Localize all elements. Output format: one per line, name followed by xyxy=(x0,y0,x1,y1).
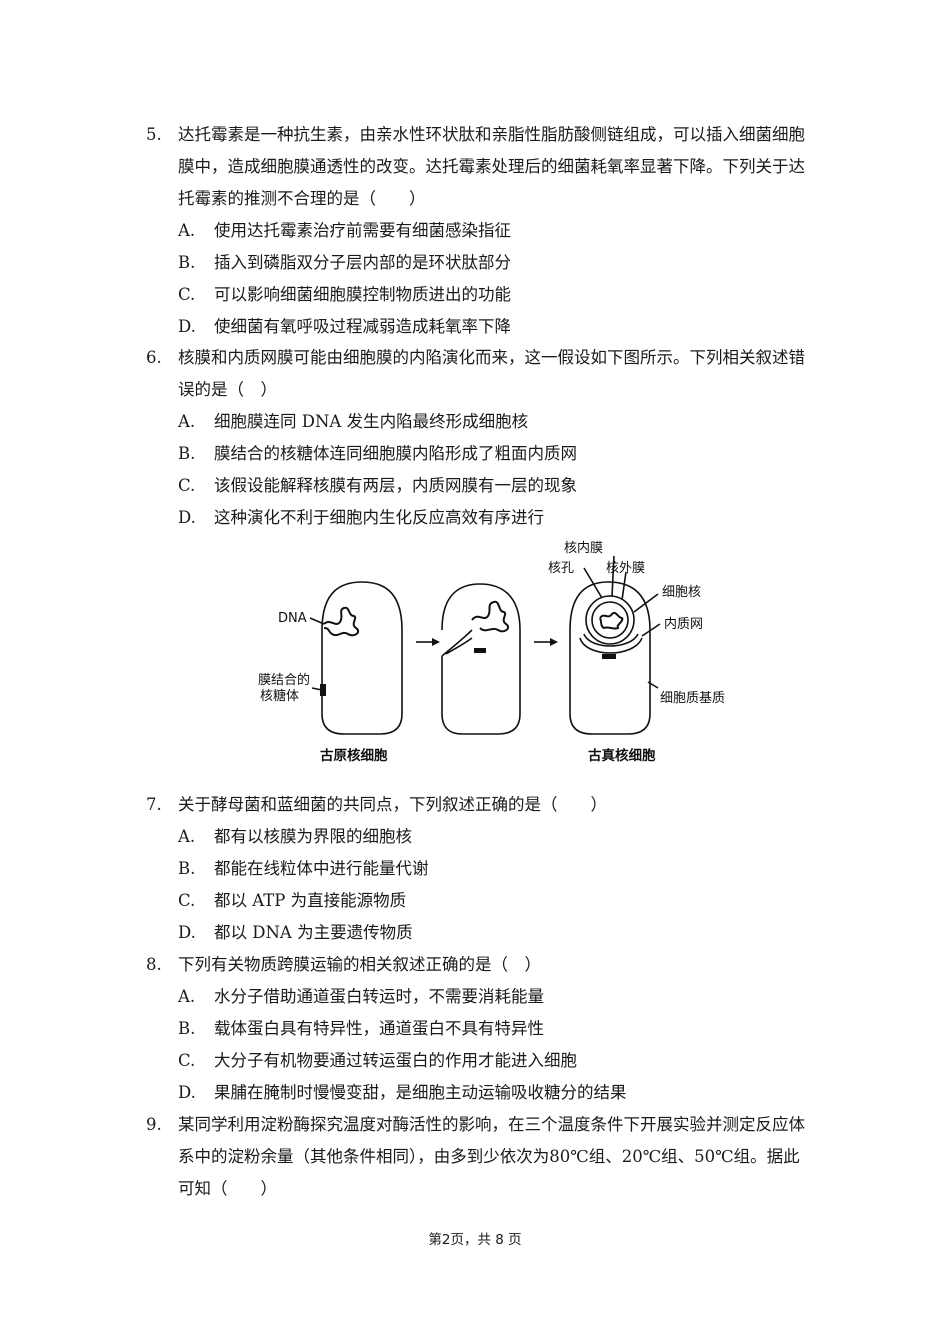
question-5: 5. 达托霉素是一种抗生素，由亲水性环状肽和亲脂性脂肪酸侧链组成，可以插入细菌细… xyxy=(146,119,816,343)
question-number: 6. xyxy=(146,348,162,367)
option-b[interactable]: B. 都能在线粒体中进行能量代谢 xyxy=(178,853,816,885)
cell-evolution-figure: DNA 膜结合的 核糖体 核内膜 核孔 核外膜 细胞核 内质网 细胞质基质 古原… xyxy=(250,538,750,770)
option-letter: B. xyxy=(178,859,196,878)
er-membrane xyxy=(579,633,643,654)
arrowhead-1 xyxy=(432,638,440,646)
cell-diagram: DNA 膜结合的 核糖体 核内膜 核孔 核外膜 细胞核 内质网 细胞质基质 古原… xyxy=(258,540,725,764)
question-stem: 核膜和内质网膜可能由细胞膜的内陷演化而来，这一假设如下图所示。下列相关叙述错误的… xyxy=(178,348,805,399)
option-text: 该假设能解释核膜有两层，内质网膜有一层的现象 xyxy=(214,476,577,495)
question-stem: 达托霉素是一种抗生素，由亲水性环状肽和亲脂性脂肪酸侧链组成，可以插入细菌细胞膜中… xyxy=(178,125,805,208)
caption-eukaryote: 古真核细胞 xyxy=(588,747,656,764)
option-letter: C. xyxy=(178,476,196,495)
option-d[interactable]: D. 这种演化不利于细胞内生化反应高效有序进行 xyxy=(178,502,816,534)
option-text: 大分子有机物要通过转运蛋白的作用才能进入细胞 xyxy=(214,1051,577,1070)
question-stem: 关于酵母菌和蓝细菌的共同点，下列叙述正确的是（ ） xyxy=(178,795,607,814)
label-ribosome-line1: 膜结合的 xyxy=(258,672,310,688)
option-letter: A. xyxy=(178,987,196,1006)
nucleus-outer xyxy=(585,595,635,645)
option-c[interactable]: C. 大分子有机物要通过转运蛋白的作用才能进入细胞 xyxy=(178,1045,816,1077)
label-pore: 核孔 xyxy=(548,561,574,576)
option-a[interactable]: A. 细胞膜连同 DNA 发生内陷最终形成细胞核 xyxy=(178,406,816,438)
label-nucleus: 细胞核 xyxy=(662,585,701,600)
dna-squiggle-2 xyxy=(471,600,510,633)
option-letter: D. xyxy=(178,1083,196,1102)
option-text: 细胞膜连同 DNA 发生内陷最终形成细胞核 xyxy=(214,412,529,431)
option-c[interactable]: C. 该假设能解释核膜有两层，内质网膜有一层的现象 xyxy=(178,470,816,502)
option-text: 都以 DNA 为主要遗传物质 xyxy=(214,923,413,942)
option-letter: D. xyxy=(178,508,196,527)
option-text: 插入到磷脂双分子层内部的是环状肽部分 xyxy=(214,253,511,272)
question-number: 7. xyxy=(146,795,162,814)
label-cytoplasm: 细胞质基质 xyxy=(660,691,725,706)
label-ribosome-line2: 核糖体 xyxy=(260,688,299,704)
option-text: 载体蛋白具有特异性，通道蛋白不具有特异性 xyxy=(214,1019,544,1038)
option-d[interactable]: D. 都以 DNA 为主要遗传物质 xyxy=(178,917,816,949)
option-letter: D. xyxy=(178,923,196,942)
question-6: 6. 核膜和内质网膜可能由细胞膜的内陷演化而来，这一假设如下图所示。下列相关叙述… xyxy=(146,342,816,534)
option-d[interactable]: D. 果脯在腌制时慢慢变甜，是细胞主动运输吸收糖分的结果 xyxy=(178,1077,816,1109)
label-er: 内质网 xyxy=(664,616,703,632)
ribosome-marks xyxy=(320,684,326,696)
option-text: 都以 ATP 为直接能源物质 xyxy=(214,891,407,910)
question-9: 9. 某同学利用淀粉酶探究温度对酶活性的影响，在三个温度条件下开展实验并测定反应… xyxy=(146,1109,816,1205)
question-stem: 某同学利用淀粉酶探究温度对酶活性的影响，在三个温度条件下开展实验并测定反应体系中… xyxy=(178,1115,805,1198)
dna-squiggle xyxy=(323,606,360,637)
label-dna: DNA xyxy=(278,611,307,626)
option-text: 膜结合的核糖体连同细胞膜内陷形成了粗面内质网 xyxy=(214,444,577,463)
option-letter: C. xyxy=(178,285,196,304)
option-letter: B. xyxy=(178,444,196,463)
option-letter: A. xyxy=(178,412,196,431)
option-a[interactable]: A. 都有以核膜为界限的细胞核 xyxy=(178,821,816,853)
question-number: 5. xyxy=(146,125,162,144)
ribosome-marks-3 xyxy=(602,654,616,659)
option-letter: B. xyxy=(178,1019,196,1038)
option-b[interactable]: B. 插入到磷脂双分子层内部的是环状肽部分 xyxy=(178,247,816,279)
ribosome-marks-2 xyxy=(474,648,486,653)
caption-prokaryote: 古原核细胞 xyxy=(320,747,388,764)
intermediate-cell-outline xyxy=(441,583,521,735)
option-text: 可以影响细菌细胞膜控制物质进出的功能 xyxy=(214,285,511,304)
option-text: 都有以核膜为界限的细胞核 xyxy=(214,827,412,846)
option-text: 都能在线粒体中进行能量代谢 xyxy=(214,859,429,878)
option-b[interactable]: B. 膜结合的核糖体连同细胞膜内陷形成了粗面内质网 xyxy=(178,438,816,470)
prokaryote-cell-outline xyxy=(321,581,403,735)
label-outer-membrane: 核外膜 xyxy=(606,561,645,576)
option-text: 使细菌有氧呼吸过程减弱造成耗氧率下降 xyxy=(214,317,511,336)
question-8: 8. 下列有关物质跨膜运输的相关叙述正确的是（ ） A. 水分子借助通道蛋白转运时… xyxy=(146,949,816,1109)
option-d[interactable]: D. 使细菌有氧呼吸过程减弱造成耗氧率下降 xyxy=(178,311,816,343)
option-letter: B. xyxy=(178,253,196,272)
nucleus-inner xyxy=(591,601,629,639)
option-letter: D. xyxy=(178,317,196,336)
arrowhead-2 xyxy=(550,638,558,646)
question-7: 7. 关于酵母菌和蓝细菌的共同点，下列叙述正确的是（ ） A. 都有以核膜为界限的… xyxy=(146,789,816,949)
dna-squiggle-3 xyxy=(599,611,624,630)
option-text: 水分子借助通道蛋白转运时，不需要消耗能量 xyxy=(214,987,544,1006)
option-a[interactable]: A. 使用达托霉素治疗前需要有细菌感染指征 xyxy=(178,215,816,247)
option-text: 使用达托霉素治疗前需要有细菌感染指征 xyxy=(214,221,511,240)
label-inner-membrane: 核内膜 xyxy=(564,540,603,556)
option-b[interactable]: B. 载体蛋白具有特异性，通道蛋白不具有特异性 xyxy=(178,1013,816,1045)
option-text: 这种演化不利于细胞内生化反应高效有序进行 xyxy=(214,508,544,527)
question-stem: 下列有关物质跨膜运输的相关叙述正确的是（ ） xyxy=(178,955,541,974)
question-number: 8. xyxy=(146,955,162,974)
option-text: 果脯在腌制时慢慢变甜，是细胞主动运输吸收糖分的结果 xyxy=(214,1083,627,1102)
option-letter: C. xyxy=(178,891,196,910)
option-a[interactable]: A. 水分子借助通道蛋白转运时，不需要消耗能量 xyxy=(178,981,816,1013)
invagination xyxy=(441,629,473,657)
option-c[interactable]: C. 都以 ATP 为直接能源物质 xyxy=(178,885,816,917)
page-footer: 第2页，共 8 页 xyxy=(428,1232,522,1248)
option-c[interactable]: C. 可以影响细菌细胞膜控制物质进出的功能 xyxy=(178,279,816,311)
option-letter: A. xyxy=(178,221,196,240)
question-number: 9. xyxy=(146,1115,162,1134)
option-letter: A. xyxy=(178,827,196,846)
option-letter: C. xyxy=(178,1051,196,1070)
